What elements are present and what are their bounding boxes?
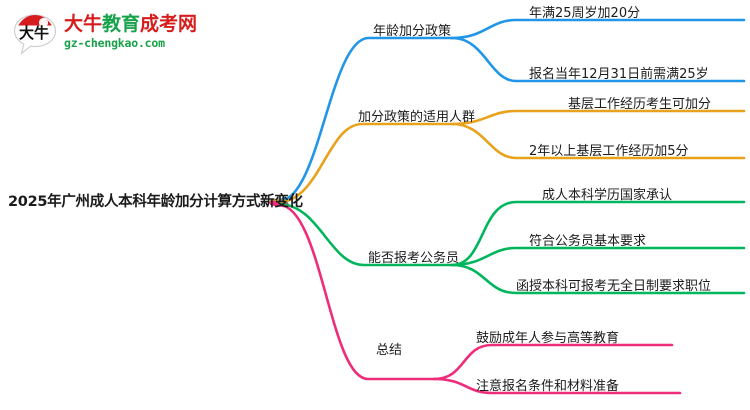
leaf-label-1-1[interactable]: 年满25周岁加20分 (529, 6, 641, 21)
leaf-label-1-2[interactable]: 报名当年12月31日前需满25岁 (529, 67, 709, 82)
leaf-label-2-2[interactable]: 2年以上基层工作经历加5分 (529, 144, 689, 159)
leaf-label-3-1[interactable]: 成人本科学历国家承认 (542, 188, 673, 203)
leaf-label-4-1[interactable]: 鼓励成年人参与高等教育 (476, 331, 620, 346)
logo-brand-name: 大牛教育成考网 (64, 12, 204, 36)
logo-mark-icon: 大牛 (13, 14, 57, 56)
branch-connector-3 (278, 200, 746, 295)
leaf-label-2-1[interactable]: 基层工作经历考生可加分 (568, 97, 712, 112)
logo-mark-text: 大牛 (19, 24, 49, 42)
branch-label-3[interactable]: 能否报考公务员 (368, 251, 460, 266)
logo-brand-part1: 大牛 (64, 13, 103, 35)
branch-connector-2 (278, 109, 746, 204)
branch-connector-1 (278, 18, 746, 203)
branch-label-1[interactable]: 年龄加分政策 (373, 24, 452, 39)
logo-brand-part3: 成考网 (140, 13, 198, 35)
branch-label-4[interactable]: 总结 (376, 343, 403, 358)
root-node-label[interactable]: 2025年广州成人本科年龄加分计算方式新变化 (8, 194, 303, 210)
logo-url: gz-chengkao.com (64, 36, 165, 50)
logo-brand-part2: 教育 (102, 13, 141, 35)
leaf-label-3-3[interactable]: 函授本科可报考无全日制要求职位 (516, 279, 712, 294)
site-logo: 大牛 大牛教育成考网 gz-chengkao.com (12, 10, 202, 58)
leaf-label-3-2[interactable]: 符合公务员基本要求 (529, 234, 647, 249)
logo-wordmark: 大牛教育成考网 gz-chengkao.com (64, 12, 204, 56)
leaf-label-4-2[interactable]: 注意报名条件和材料准备 (476, 379, 620, 394)
branch-connector-4 (278, 203, 682, 395)
branch-label-2[interactable]: 加分政策的适用人群 (358, 110, 476, 125)
